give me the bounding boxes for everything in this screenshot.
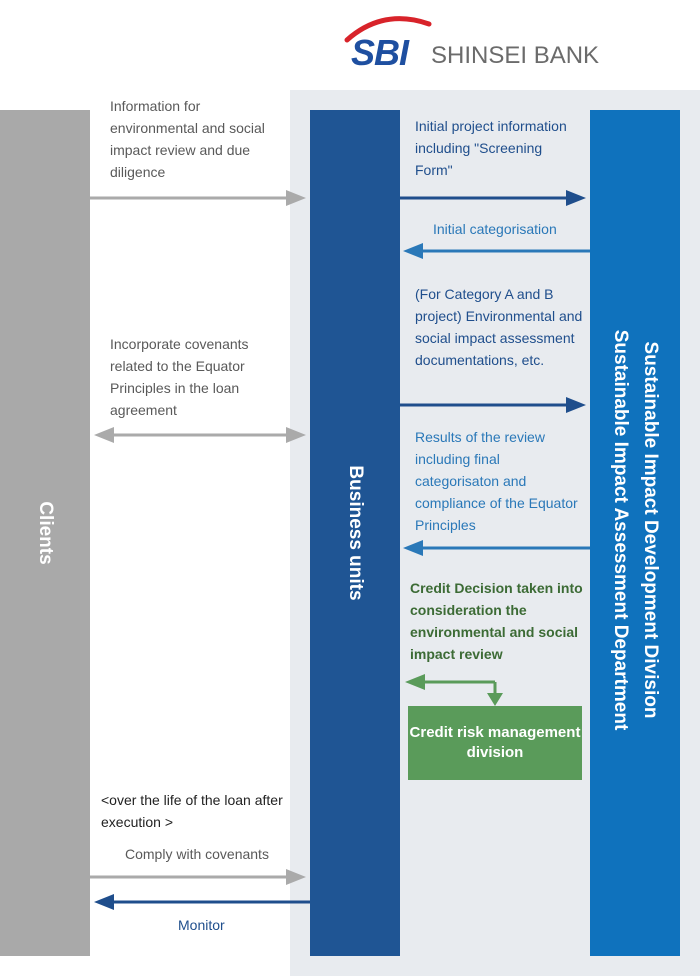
sbi-shinsei-logo: SBI SHINSEI BANK bbox=[343, 14, 603, 74]
credit-decision-text: Credit Decision taken into consideration… bbox=[410, 580, 583, 662]
logo-text: SHINSEI BANK bbox=[431, 42, 600, 69]
monitor-text: Monitor bbox=[178, 917, 225, 933]
sustainable-impact-column bbox=[590, 110, 680, 956]
arrow-initial-info bbox=[400, 190, 586, 206]
arrow-covenants-bidirectional bbox=[94, 427, 306, 443]
initial-info-text: Initial project information including "S… bbox=[415, 118, 567, 178]
logo-mark: SBI bbox=[351, 32, 409, 73]
arrow-initial-categorisation bbox=[403, 243, 590, 259]
arrow-comply-covenants bbox=[90, 869, 306, 885]
review-results-text: Results of the review including final ca… bbox=[415, 429, 578, 533]
over-life-text: <over the life of the loan after executi… bbox=[101, 792, 283, 830]
arrow-credit-decision bbox=[405, 674, 503, 706]
arrow-category-ab bbox=[400, 397, 586, 413]
business-units-column bbox=[310, 110, 400, 956]
initial-categorisation-text: Initial categorisation bbox=[433, 221, 557, 237]
arrow-review-results bbox=[403, 540, 590, 556]
arrow-info-to-business bbox=[90, 190, 306, 206]
category-ab-text: (For Category A and B project) Environme… bbox=[415, 286, 583, 368]
comply-covenants-text: Comply with covenants bbox=[125, 846, 269, 862]
credit-risk-management-box: Credit risk management division bbox=[408, 706, 582, 780]
covenants-text: Incorporate covenants related to the Equ… bbox=[110, 336, 249, 418]
clients-column bbox=[0, 110, 90, 956]
info-review-text: Information for environmental and social… bbox=[110, 98, 265, 180]
logo-swoosh-icon bbox=[344, 16, 432, 43]
arrow-monitor bbox=[94, 894, 310, 910]
